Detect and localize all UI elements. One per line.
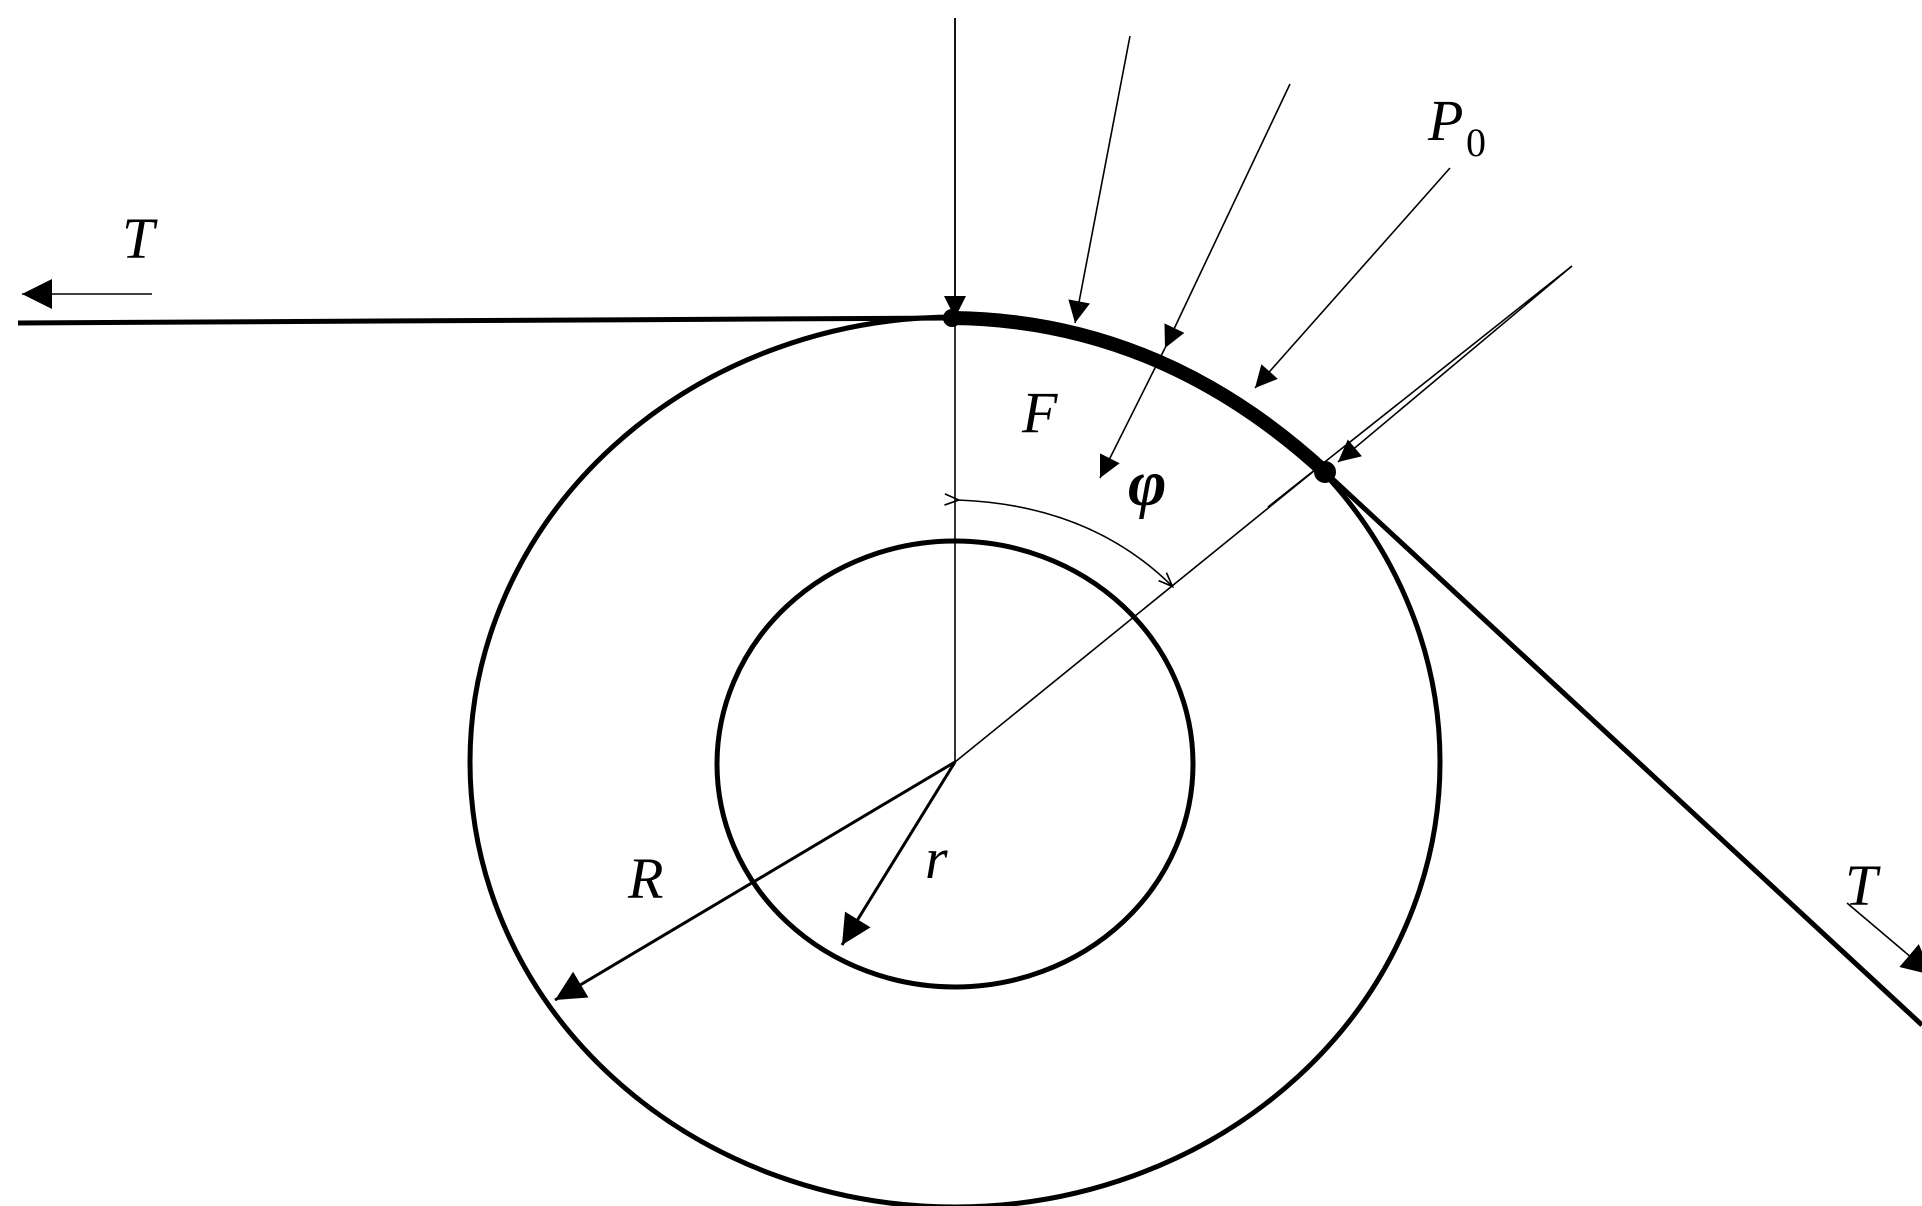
tension-right-label: T	[1845, 853, 1881, 918]
belt-right-strand	[1323, 470, 1922, 1027]
belt-contact-arc	[945, 311, 1332, 479]
outer-radius-label: R	[627, 846, 663, 911]
inner-radius-label: r	[925, 826, 948, 891]
angle-arc	[958, 500, 1172, 586]
pressure-arrow-5	[1337, 265, 1573, 463]
contact-start-point	[943, 309, 961, 327]
contact-end-point	[1314, 461, 1336, 483]
pressure-label: P	[1427, 88, 1463, 153]
outer-radius-arrow	[554, 760, 956, 1002]
angle-label: φ	[1128, 447, 1167, 520]
force-label: F	[1021, 380, 1058, 445]
angle-reference-line	[954, 461, 1326, 763]
belt-left-strand	[17, 315, 953, 326]
inner-radius-arrow	[840, 761, 957, 946]
tension-right-arrow	[1846, 902, 1922, 975]
tension-left-label: T	[122, 206, 158, 271]
pressure-arrow-2	[1068, 35, 1131, 324]
pressure-arrow-3	[1164, 83, 1291, 349]
force-arrow	[1099, 347, 1166, 479]
pressure-arrow-4	[1254, 167, 1451, 389]
pressure-label-subscript: 0	[1466, 120, 1486, 165]
